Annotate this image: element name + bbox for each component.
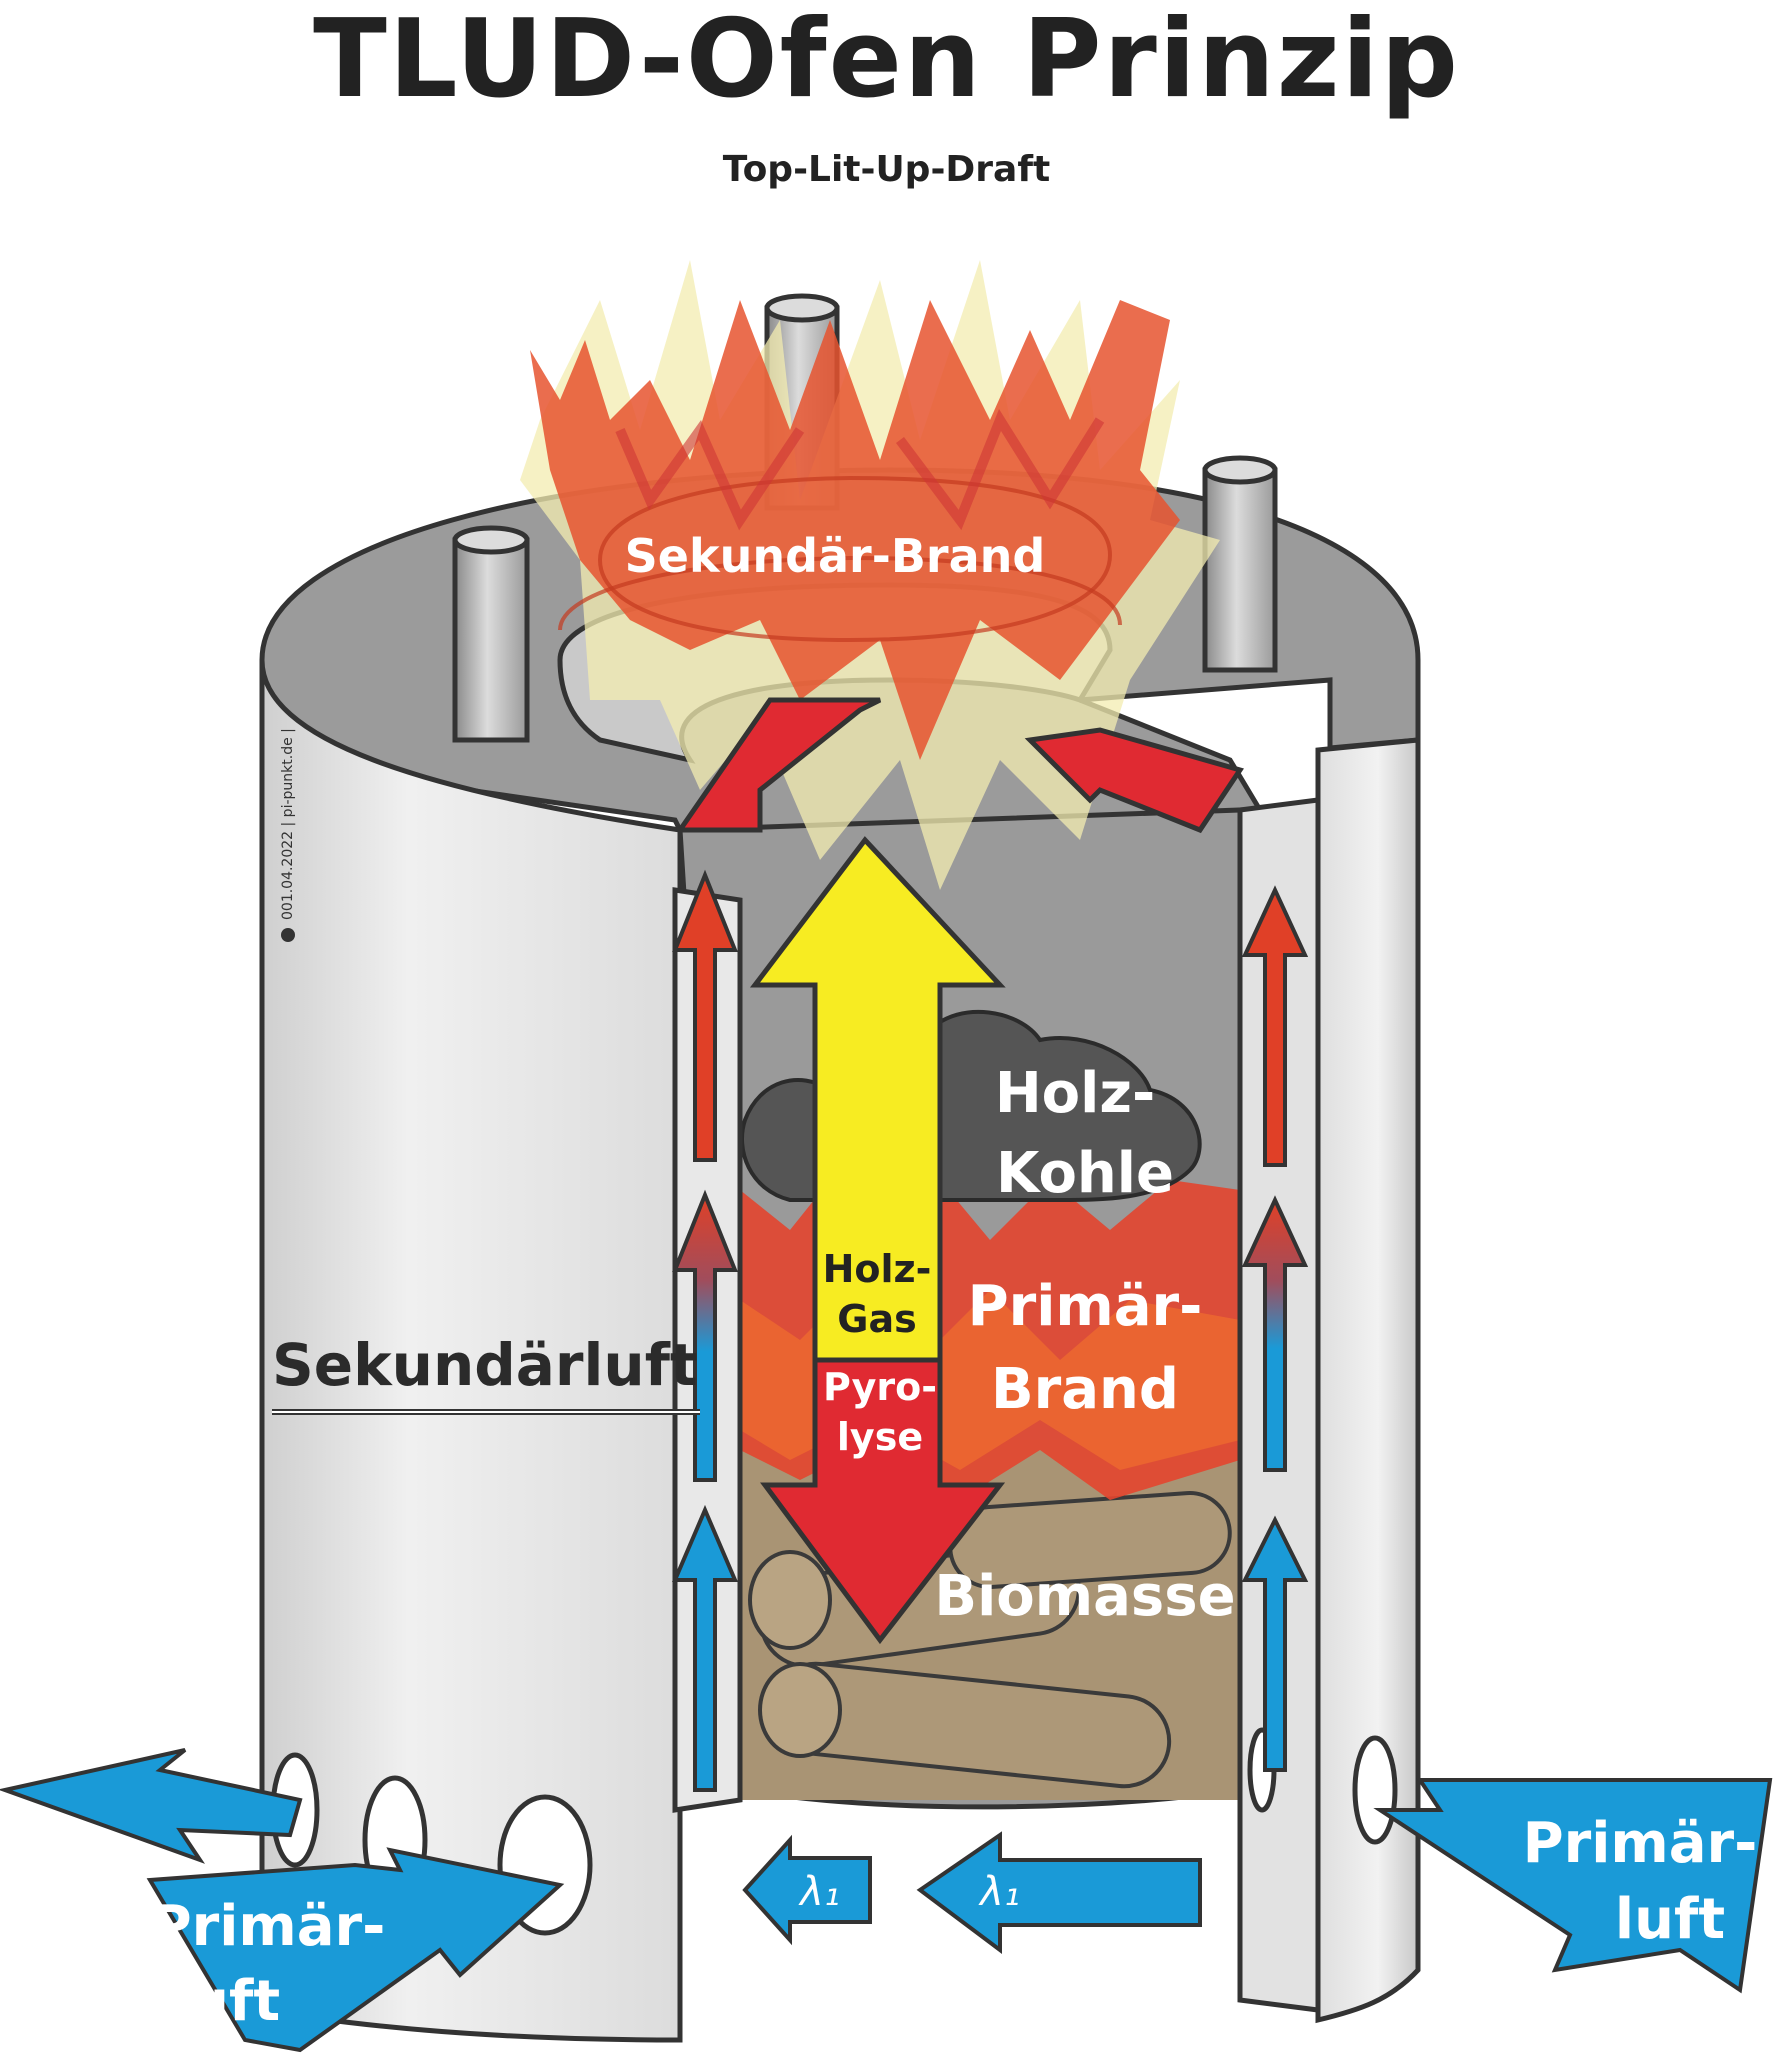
air-flow-right <box>1241 885 1309 1772</box>
biomass-label: Biomasse <box>934 1564 1235 1629</box>
pyrolysis-label-line2: lyse <box>837 1415 923 1459</box>
pyrolysis-arrow: Pyro- lyse <box>760 1357 1006 1645</box>
page-title: TLUD-Ofen Prinzip <box>313 0 1460 122</box>
lambda-left-label: λ₁ <box>798 1869 840 1915</box>
primary-air-left-line1: Primär- <box>151 1894 386 1959</box>
lambda-arrow-right: λ₁ <box>916 1831 1202 1954</box>
stove-wall-left <box>259 659 683 2043</box>
primary-air-right-line1: Primär- <box>1523 1811 1758 1876</box>
pyrolysis-label-line1: Pyro- <box>823 1365 937 1409</box>
charcoal-label-line2: Kohle <box>996 1141 1174 1206</box>
primary-air-right-line2: luft <box>1615 1887 1725 1952</box>
primary-burn-label-line2: Brand <box>991 1357 1179 1422</box>
primary-burn-label-line1: Primär- <box>968 1274 1203 1339</box>
air-pipe-left <box>452 525 530 743</box>
logo-icon <box>281 928 295 942</box>
air-flow-left <box>671 869 739 1792</box>
lambda-right-label: λ₁ <box>978 1869 1020 1915</box>
charcoal-label-line1: Holz- <box>995 1061 1155 1126</box>
primary-air-left-line2: luft <box>170 1969 280 2034</box>
primary-air-arrow-left-bottom: Primär- luft <box>146 1847 565 2053</box>
credit-text: 001.04.2022 | pi-punkt.de | <box>280 728 296 920</box>
woodgas-label-line1: Holz- <box>823 1247 932 1291</box>
woodgas-label-line2: Gas <box>837 1297 916 1341</box>
lambda-arrow-left: λ₁ <box>742 1834 872 1946</box>
secondary-air-jet-right <box>1024 727 1244 834</box>
air-pipe-right <box>1202 455 1278 673</box>
secondary-air-jet-left <box>675 697 882 833</box>
primary-air-arrow-right: Primär- luft <box>1373 1778 1773 1994</box>
stove-wall-right <box>1315 737 1421 2024</box>
secondary-burn-label: Sekundär-Brand <box>625 529 1046 583</box>
secondary-flame: Sekundär-Brand <box>520 260 1220 890</box>
secondary-air-label: Sekundärluft <box>272 1331 698 1399</box>
primary-air-arrow-left-top <box>0 1748 303 1864</box>
page-subtitle: Top-Lit-Up-Draft <box>722 149 1051 190</box>
